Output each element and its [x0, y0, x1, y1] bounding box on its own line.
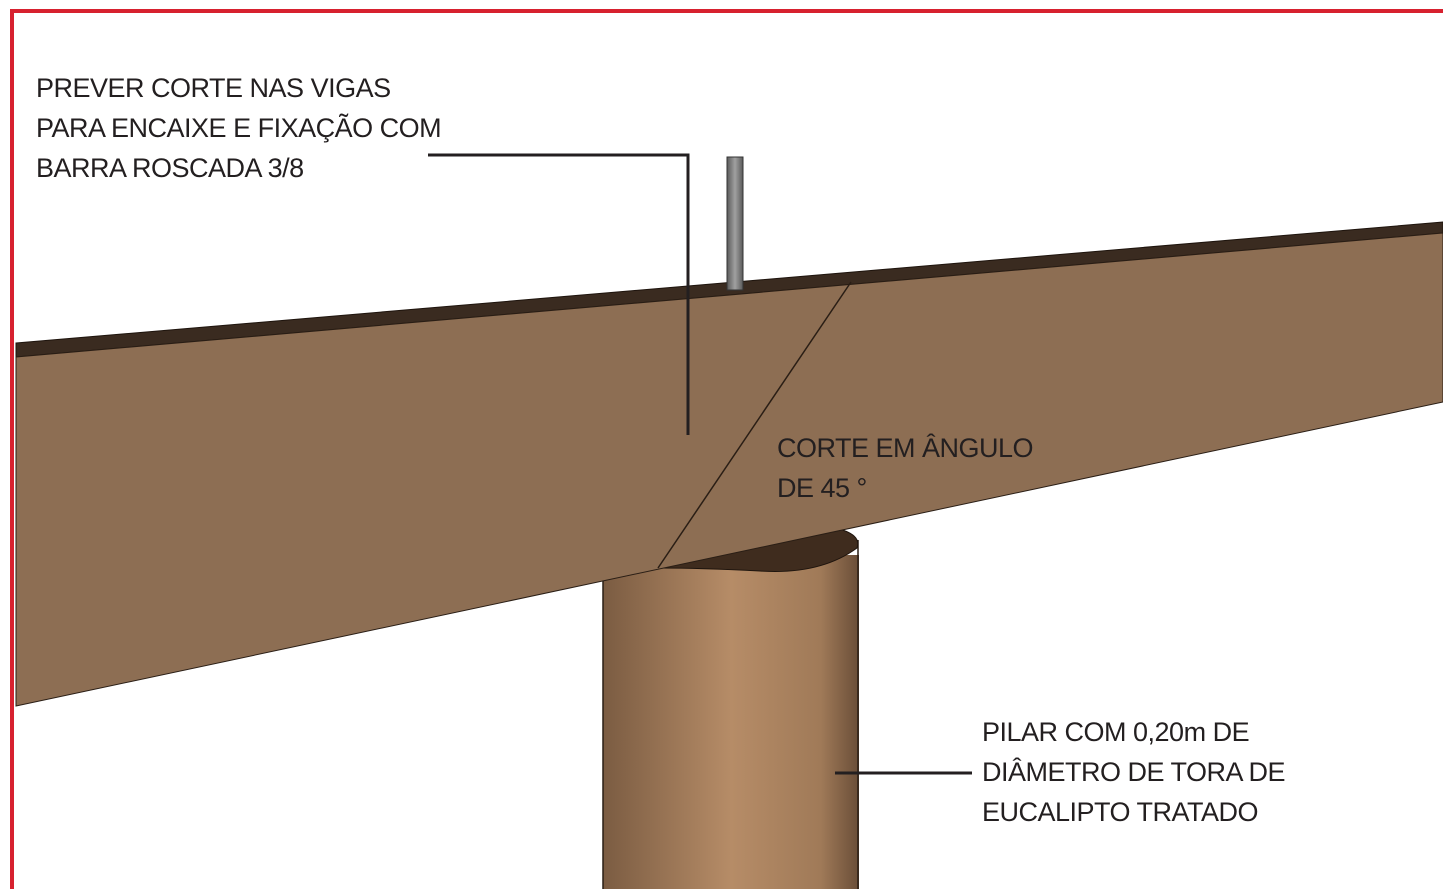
threaded-rod-leader	[428, 153, 690, 435]
pillar-top-face	[659, 527, 859, 572]
threaded-rod	[726, 156, 744, 291]
angle-cut-note-line: CORTE EM ÂNGULO	[777, 433, 1034, 463]
threaded-rod-note-line: PREVER CORTE NAS VIGAS	[36, 73, 391, 103]
pillar-note: PILAR COM 0,20m DE DIÂMETRO DE TORA DE E…	[982, 712, 1286, 832]
angle-cut-note: CORTE EM ÂNGULO DE 45 °	[777, 428, 1034, 508]
threaded-rod-note-line: BARRA ROSCADA 3/8	[36, 153, 304, 183]
threaded-rod-note: PREVER CORTE NAS VIGAS PARA ENCAIXE E FI…	[36, 68, 442, 188]
beam	[15, 232, 1443, 707]
pillar-note-line: EUCALIPTO TRATADO	[982, 797, 1259, 827]
angle-cut-line	[657, 281, 852, 569]
pillar	[603, 555, 859, 889]
angle-cut-note-line: DE 45 °	[777, 473, 867, 503]
threaded-rod-note-line: PARA ENCAIXE E FIXAÇÃO COM	[36, 113, 442, 143]
pillar-note-line: DIÂMETRO DE TORA DE	[982, 757, 1286, 787]
pillar-note-line: PILAR COM 0,20m DE	[982, 717, 1250, 747]
